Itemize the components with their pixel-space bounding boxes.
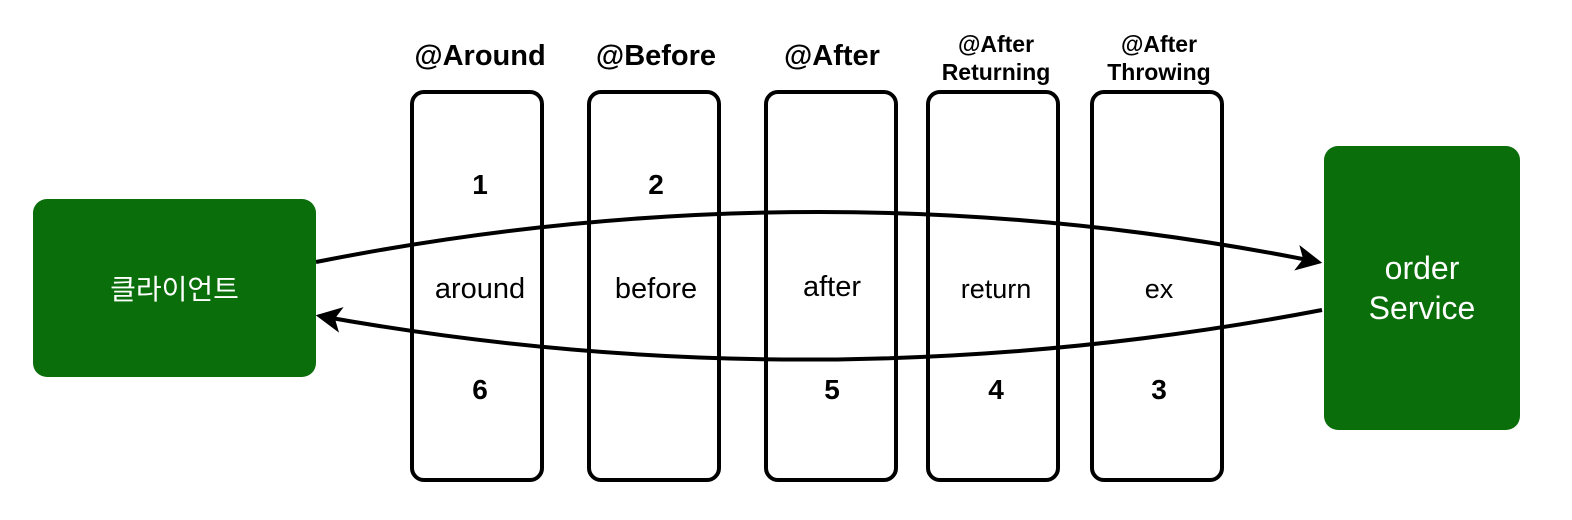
advice-column-after-returning: [926, 90, 1060, 482]
forward-arrow: [315, 210, 1323, 271]
advice-column-after-throwing: [1090, 90, 1224, 482]
advice-label-before: before: [614, 273, 698, 305]
step-number: 3: [1151, 374, 1167, 405]
annotation-after-returning-line-2: Returning: [941, 59, 1051, 85]
advice-label-around: around: [434, 273, 526, 305]
annotation-before-line: @Before: [595, 40, 717, 72]
step-number: 2: [648, 169, 664, 200]
annotation-after-returning: @After Returning: [896, 30, 1096, 86]
annotation-after: @After: [732, 38, 932, 74]
annotation-after-throwing: @After Throwing: [1059, 30, 1259, 86]
annotation-after-line: @After: [784, 40, 880, 72]
advice-column-around: [410, 90, 544, 482]
order-service-node: order Service: [1324, 146, 1520, 430]
advice-column-before: [587, 90, 721, 482]
step-number: 6: [472, 374, 488, 405]
step-number: 5: [824, 374, 840, 405]
client-label: 클라이언트: [110, 273, 239, 306]
annotation-after-throwing-line-2: Throwing: [1107, 59, 1211, 85]
annotation-around-line: @Around: [414, 40, 546, 72]
step-number: 1: [472, 169, 488, 200]
step-number: 4: [988, 374, 1004, 405]
advice-label-after: after: [802, 271, 862, 303]
return-arrow: [315, 307, 1323, 362]
annotation-before: @Before: [556, 38, 756, 74]
service-label-line-1: order: [1384, 250, 1460, 286]
service-label-line-2: Service: [1368, 290, 1476, 326]
annotation-around: @Around: [380, 38, 580, 74]
annotation-after-throwing-line-1: @After: [1120, 31, 1198, 57]
annotation-after-returning-line-1: @After: [957, 31, 1035, 57]
advice-label-return: return: [960, 274, 1032, 304]
advice-label-ex: ex: [1144, 274, 1174, 304]
client-node: 클라이언트: [33, 199, 316, 377]
advice-column-after: [764, 90, 898, 482]
